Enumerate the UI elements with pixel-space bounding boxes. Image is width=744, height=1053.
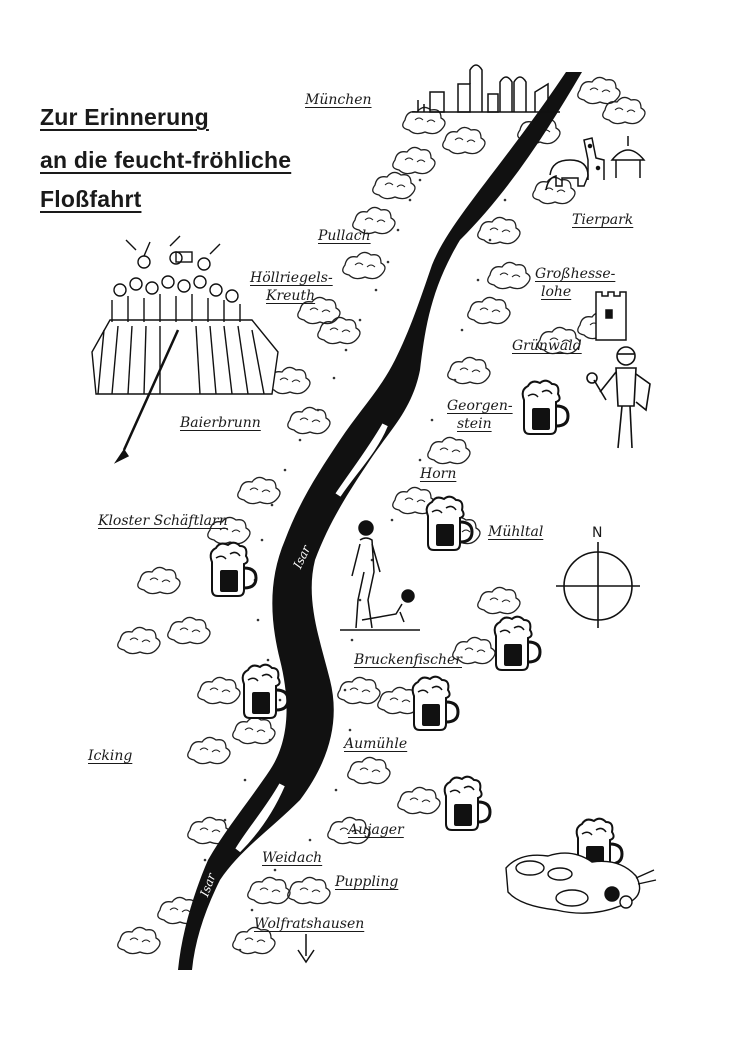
- label-grosshesselohe-line1: Großhesse-: [535, 266, 616, 282]
- pavilion-icon: [610, 136, 646, 178]
- giraffe-icon: [583, 137, 605, 180]
- label-icking: Icking: [88, 748, 133, 764]
- beer-mug-icon: [411, 675, 460, 732]
- food-platter-icon: [505, 852, 657, 914]
- label-tierpark: Tierpark: [572, 212, 634, 228]
- label-wolfratshausen: Wolfratshausen: [254, 916, 365, 932]
- knight-icon: [586, 346, 651, 449]
- label-gruenwald: Grünwald: [512, 338, 582, 354]
- label-kloster-schaeftlarn: Kloster Schäftlarn: [98, 513, 228, 529]
- compass-north-label: N: [592, 525, 603, 541]
- title-line-2: an die feucht-fröhliche: [40, 147, 292, 173]
- down-arrow-icon: [297, 934, 315, 964]
- compass-rose-icon: [556, 542, 640, 628]
- bathers-icon: [340, 520, 420, 631]
- label-horn: Horn: [420, 466, 457, 482]
- label-aumuehle: Aumühle: [344, 736, 408, 752]
- city-skyline-icon: [412, 64, 560, 113]
- label-pullach: Pullach: [318, 228, 371, 244]
- label-hoellriegelskreuth-line1: Höllriegels-: [250, 270, 333, 286]
- label-aujager: Aujager: [348, 822, 404, 838]
- beer-mug-icon: [493, 615, 542, 672]
- beer-mug-icon: [209, 541, 258, 598]
- label-georgenstein-line1: Georgen-: [447, 398, 513, 414]
- label-hoellriegelskreuth: Höllriegels- Kreuth: [250, 270, 333, 305]
- raft-icon: [91, 235, 279, 464]
- label-muehltal: Mühltal: [488, 524, 544, 540]
- label-puppling: Puppling: [335, 874, 399, 890]
- beer-mug-icon: [443, 775, 492, 832]
- beer-mug-icon: [425, 495, 474, 552]
- raft-passengers: [111, 235, 241, 322]
- label-bruckenfischer: Bruckenfischer: [354, 652, 462, 668]
- beer-mug-icon: [521, 379, 570, 436]
- isar-river: [178, 72, 582, 970]
- castle-tower-icon: [595, 291, 627, 341]
- title-line-3: Floßfahrt: [40, 186, 142, 212]
- label-grosshesselohe: Großhesse- lohe: [535, 266, 615, 301]
- beer-mug-icon: [241, 663, 290, 720]
- river-island: [235, 783, 285, 853]
- label-muenchen: München: [305, 92, 372, 108]
- label-weidach: Weidach: [262, 850, 323, 866]
- label-baierbrunn: Baierbrunn: [180, 415, 261, 431]
- label-georgenstein: Georgen- stein: [447, 398, 513, 433]
- label-georgenstein-line2: stein: [457, 415, 492, 432]
- elephant-icon: [545, 159, 589, 191]
- label-grosshesselohe-line2: lohe: [541, 283, 572, 300]
- title-line-1: Zur Erinnerung: [40, 104, 209, 130]
- river-island: [335, 423, 388, 497]
- label-hoellriegelskreuth-line2: Kreuth: [266, 287, 316, 304]
